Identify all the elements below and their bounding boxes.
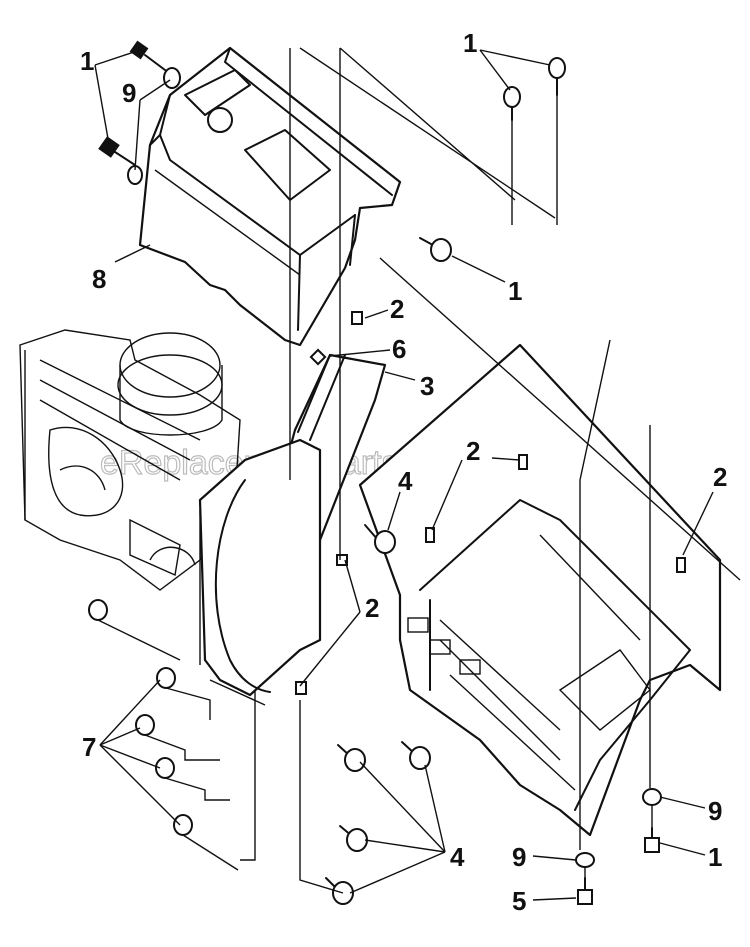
side-shroud xyxy=(358,343,722,837)
screw-1-topright-a xyxy=(503,86,521,121)
callout-1-bottom-right: 1 xyxy=(708,842,722,872)
callout-3: 3 xyxy=(420,371,434,401)
screw-1-topright-b xyxy=(548,57,566,96)
bolt-4-upper xyxy=(364,524,396,554)
engine-assembly xyxy=(19,329,241,591)
nut-6 xyxy=(309,348,327,366)
nut-2-center-b xyxy=(425,527,435,543)
nut-2-center-a xyxy=(518,454,528,470)
callout-1-topleft: 1 xyxy=(80,46,94,76)
bolt-4-lower-b xyxy=(401,741,431,770)
nut-2-lower-a xyxy=(336,554,348,566)
callout-2-center: 2 xyxy=(466,436,480,466)
assembly-guide-lines xyxy=(97,47,741,894)
screw-5 xyxy=(577,877,593,905)
callout-6: 6 xyxy=(392,334,406,364)
leader-lines xyxy=(94,49,714,901)
callout-9-topleft: 9 xyxy=(122,78,136,108)
screw-1-bottom-right xyxy=(644,827,660,853)
callout-1-right-of-cover: 1 xyxy=(508,276,522,306)
callout-4-lower: 4 xyxy=(450,842,465,872)
blower-housing xyxy=(198,438,322,706)
callout-5: 5 xyxy=(512,886,526,916)
callout-1-topright: 1 xyxy=(463,28,477,58)
callout-9-bottom: 9 xyxy=(512,842,526,872)
nut-7-e xyxy=(173,814,193,836)
callout-2-lower: 2 xyxy=(365,593,379,623)
callout-8: 8 xyxy=(92,264,106,294)
callout-2-right: 2 xyxy=(713,462,727,492)
screw-1-topleft-b xyxy=(98,136,136,166)
callouts: 1 9 1 8 1 2 6 3 2 2 4 2 7 4 9 1 9 5 xyxy=(80,28,727,916)
screw-1-cover-right xyxy=(419,237,452,262)
nut-7-c xyxy=(135,714,155,736)
callout-4-upper: 4 xyxy=(398,466,413,496)
bolt-4-lower-c xyxy=(339,825,368,852)
washer-9-bottom xyxy=(575,852,595,868)
callout-2-top: 2 xyxy=(390,294,404,324)
top-cover-part-8 xyxy=(138,46,402,347)
nut-7-a xyxy=(88,599,108,621)
nut-2-top xyxy=(351,311,363,325)
callout-7: 7 xyxy=(82,732,96,762)
washer-9-topleft-a xyxy=(163,67,181,89)
washer-9-bottom-right xyxy=(642,788,662,806)
bolt-4-lower-a xyxy=(337,744,366,772)
nut-2-lower-b xyxy=(295,681,307,695)
nut-2-right xyxy=(676,557,686,573)
callout-9-bottom-right: 9 xyxy=(708,796,722,826)
screw-1-topleft-a xyxy=(129,40,166,71)
bolt-4-lower-d xyxy=(325,877,354,905)
nut-7-b xyxy=(156,667,176,689)
